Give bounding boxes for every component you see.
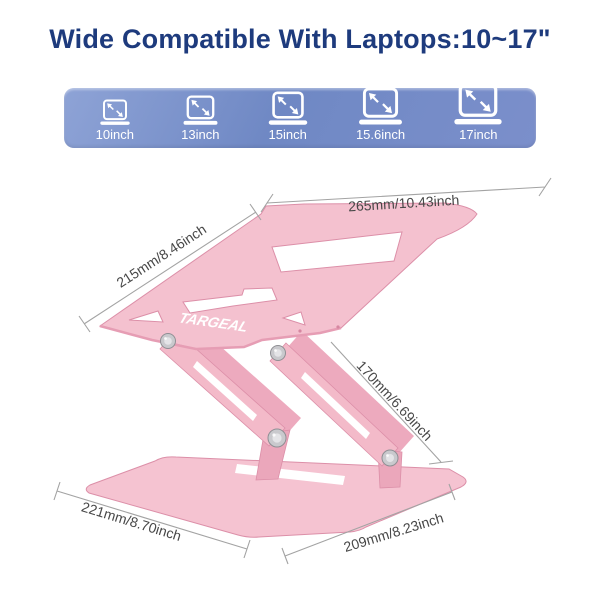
dim-line-base-width (281, 483, 456, 565)
top-plate (98, 202, 478, 350)
laptop-size-list: 10inch 13inch 15inch 15.6inch 17inch (64, 88, 536, 148)
size-label: 13inch (181, 127, 220, 142)
arm-left-slot (193, 361, 257, 421)
plate-edge-shade (99, 324, 342, 351)
size-item-15.6inch: 15.6inch (356, 87, 405, 142)
base-plate (85, 456, 467, 538)
size-label: 15inch (268, 127, 307, 142)
arm-right-slot (301, 372, 370, 439)
page-title: Wide Compatible With Laptops:10~17" (49, 24, 551, 54)
hinge-bolt-base-right (381, 449, 399, 467)
hinge-bolt-top-left (160, 333, 176, 349)
dim-line-platform-width (260, 177, 552, 213)
compatibility-banner: 10inch 13inch 15inch 15.6inch 17inch (64, 88, 536, 148)
dim-line-lift-height (330, 341, 454, 465)
size-label: 10inch (95, 127, 134, 142)
dim-label-platform-width: 265mm/10.43inch (348, 192, 460, 215)
dim-line-base-depth (53, 481, 251, 559)
hinge-bolt-mid-left (267, 428, 287, 448)
dim-line-platform-depth (78, 203, 262, 333)
rear-arm-right (286, 331, 414, 454)
size-item-10inch: 10inch (96, 99, 134, 142)
hinge-bolt-top-right (270, 345, 286, 361)
plate-rivet (336, 325, 340, 329)
size-item-13inch: 13inch (181, 95, 219, 142)
size-label: 17inch (459, 127, 498, 142)
size-label: 15.6inch (355, 127, 406, 142)
size-item-15inch: 15inch (267, 91, 309, 142)
plate-rivet (298, 329, 302, 333)
size-item-17inch: 17inch (452, 83, 504, 142)
